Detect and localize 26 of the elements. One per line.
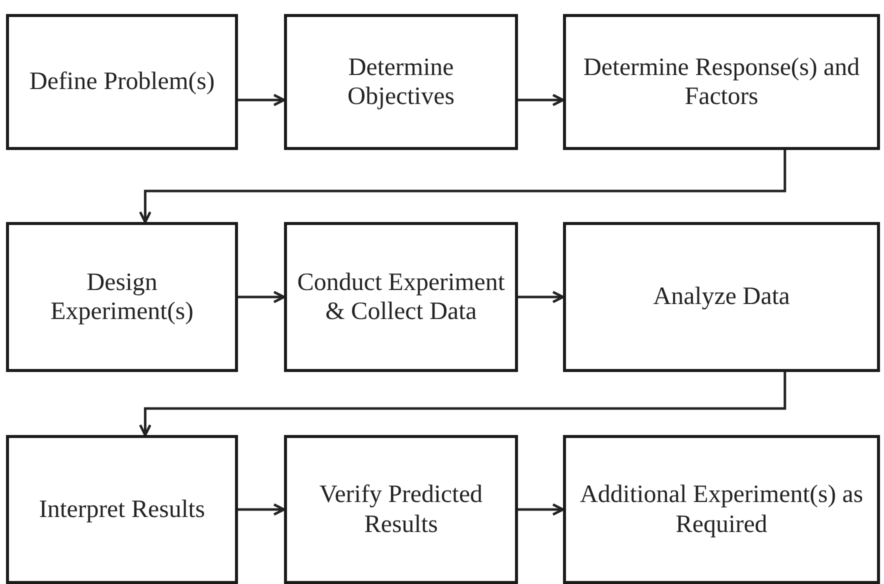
- step-label: Analyze Data: [652, 282, 791, 312]
- process-box: [563, 435, 880, 584]
- process-box: [6, 14, 238, 150]
- process-box: [6, 222, 238, 372]
- arrow: [518, 290, 564, 304]
- step-label: Conduct Experiment & Collect Data: [296, 268, 506, 326]
- step-label: Interpret Results: [38, 494, 206, 524]
- process-box: [6, 435, 238, 584]
- step-label: Additional Experiment(s) as Required: [578, 480, 864, 539]
- arrow: [518, 503, 564, 516]
- arrow: [138, 372, 786, 436]
- arrow: [518, 94, 564, 106]
- step-label: Determine Objectives: [346, 52, 456, 112]
- step-label: Design Experiment(s): [49, 268, 194, 326]
- arrow: [238, 94, 286, 106]
- process-box: [284, 14, 518, 150]
- process-box: [284, 222, 518, 372]
- step-label: Verify Predicted Results: [318, 480, 484, 539]
- step-label: Determine Response(s) and Factors: [582, 52, 861, 112]
- process-box: [563, 222, 880, 372]
- arrow: [138, 150, 786, 224]
- process-box: [563, 14, 880, 150]
- arrow: [238, 503, 286, 516]
- arrow: [238, 290, 286, 304]
- step-label: Define Problem(s): [28, 67, 216, 97]
- process-box: [284, 435, 518, 584]
